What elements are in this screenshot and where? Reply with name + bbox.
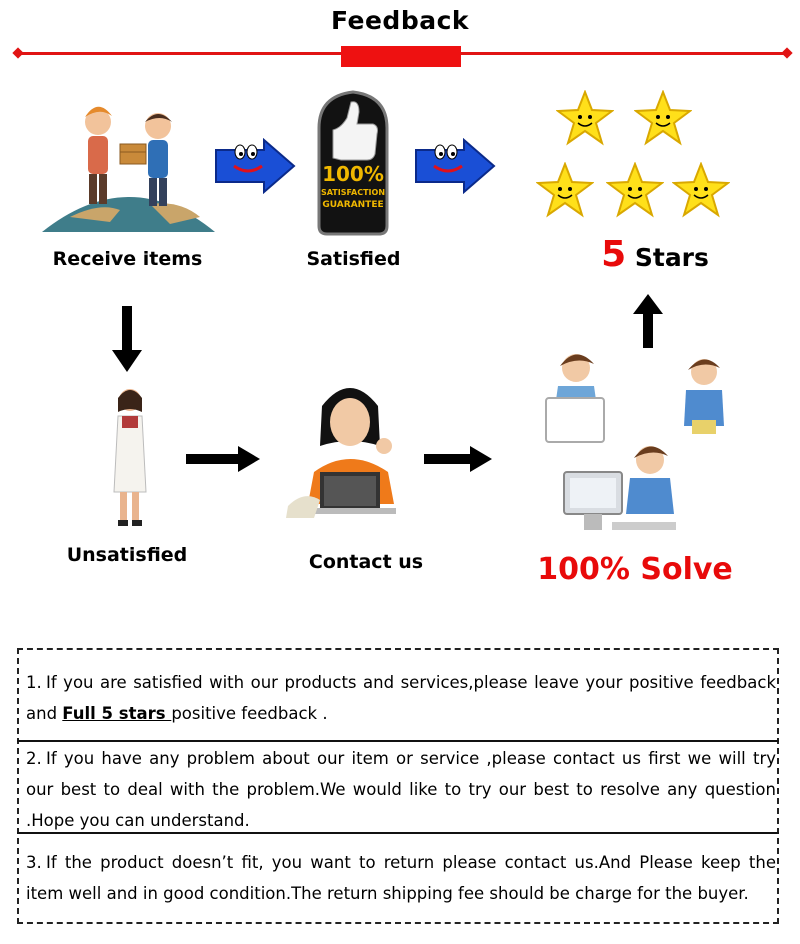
contact-us-label: Contact us bbox=[308, 551, 424, 573]
note-text-end: positive feedback . bbox=[171, 704, 328, 723]
handshake-globe-icon bbox=[42, 106, 215, 232]
notes-divider bbox=[17, 832, 779, 834]
smiley-star-icon bbox=[606, 162, 664, 218]
receive-items-label: Receive items bbox=[52, 248, 203, 270]
title-rule-bar bbox=[341, 46, 461, 67]
notes-box bbox=[17, 648, 779, 924]
smiley-star-icon bbox=[556, 90, 614, 146]
note-number: 1. bbox=[26, 673, 42, 692]
up-arrow-icon bbox=[633, 294, 663, 348]
badge-line-3: GUARANTEE bbox=[322, 200, 384, 210]
down-arrow-icon bbox=[112, 306, 142, 372]
badge-percent: 100% bbox=[322, 162, 384, 186]
notes-divider bbox=[17, 740, 779, 742]
note-number: 3. bbox=[26, 853, 42, 872]
rule-end-left bbox=[12, 47, 24, 59]
note-item-1: 1.If you are satisfied with our products… bbox=[26, 667, 776, 729]
note-text: If you are satisfied with our products a… bbox=[26, 673, 776, 723]
call-center-woman-icon bbox=[286, 388, 396, 518]
doctor-woman-icon bbox=[113, 389, 147, 526]
smiley-star-icon bbox=[672, 162, 730, 218]
right-arrow-icon bbox=[186, 446, 260, 472]
smiley-arrow-icon bbox=[215, 138, 296, 194]
note-item-3: 3.If the product doesn’t fit, you want t… bbox=[26, 847, 776, 909]
note-number: 2. bbox=[26, 749, 42, 768]
thumbs-up-badge-icon: 100% SATISFACTION GUARANTEE bbox=[311, 88, 395, 236]
smiley-arrow-icon bbox=[415, 138, 496, 194]
page-title: Feedback bbox=[330, 6, 470, 35]
note-text: If you have any problem about our item o… bbox=[26, 749, 776, 830]
satisfied-label: Satisfied bbox=[306, 248, 401, 270]
solve-label: 100% Solve bbox=[537, 552, 733, 587]
note-emphasis: Full 5 stars bbox=[62, 704, 172, 723]
five-stars-label: 5 Stars bbox=[560, 234, 750, 275]
rule-end-right bbox=[781, 47, 793, 59]
smiley-star-icon bbox=[536, 162, 594, 218]
note-text: If the product doesn’t fit, you want to … bbox=[26, 853, 776, 903]
right-arrow-icon bbox=[424, 446, 492, 472]
five-stars-number: 5 bbox=[601, 234, 627, 275]
smiley-star-icon bbox=[634, 90, 692, 146]
stars-group bbox=[530, 88, 740, 228]
note-item-2: 2.If you have any problem about our item… bbox=[26, 743, 776, 836]
five-stars-word: Stars bbox=[634, 243, 709, 272]
badge-line-2: SATISFACTION bbox=[320, 188, 386, 197]
unsatisfied-label: Unsatisfied bbox=[66, 544, 188, 566]
support-team-icon bbox=[545, 354, 724, 530]
